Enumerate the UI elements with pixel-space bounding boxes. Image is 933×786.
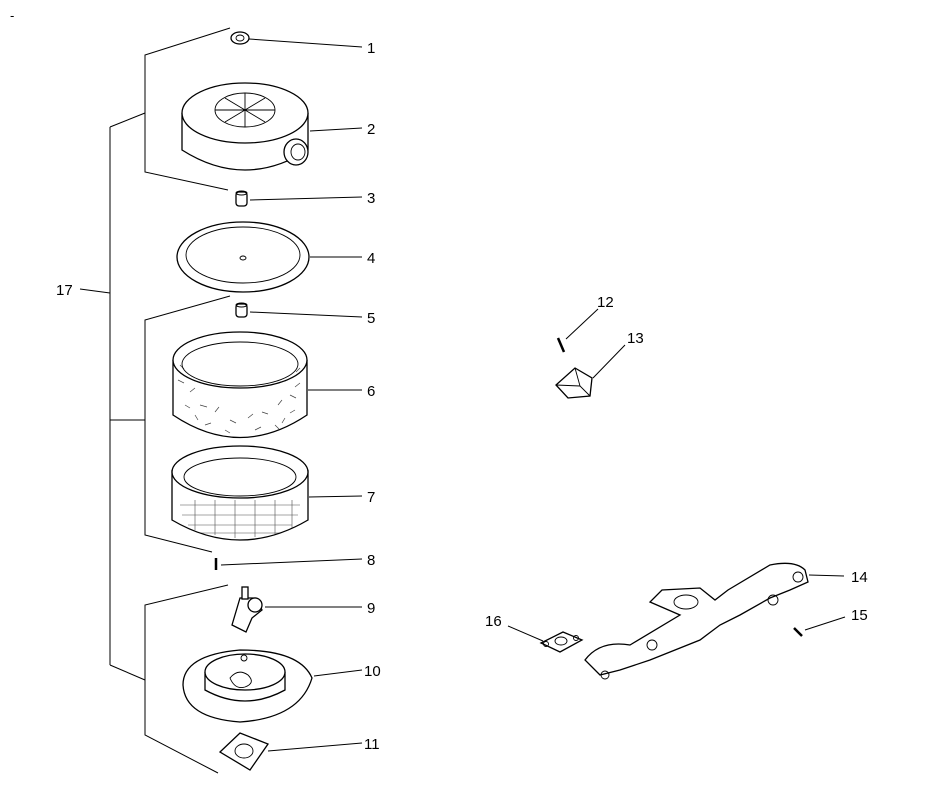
corner-mark: - [10, 8, 15, 23]
callout-15: 15 [851, 607, 868, 624]
part-14-manifold [584, 562, 845, 680]
callout-10: 10 [364, 663, 381, 680]
callout-17: 17 [56, 282, 73, 299]
callout-1: 1 [367, 40, 375, 57]
callout-12: 12 [597, 294, 614, 311]
callout-2: 2 [367, 121, 375, 138]
part-7-filter [171, 445, 363, 541]
callout-14: 14 [851, 569, 868, 586]
part-9-elbow [231, 586, 362, 633]
part-16-gasket [507, 625, 584, 653]
callout-13: 13 [627, 330, 644, 347]
callout-3: 3 [367, 190, 375, 207]
part-6-prefilter [172, 331, 362, 439]
part-8-screw [214, 558, 363, 570]
callout-16: 16 [485, 613, 502, 630]
callout-4: 4 [367, 250, 375, 267]
part-1-clamp [230, 31, 363, 48]
part-13-wedge [555, 344, 626, 399]
callout-11: 11 [364, 736, 380, 753]
part-11-gasket [218, 732, 363, 771]
callout-8: 8 [367, 552, 375, 569]
callout-7: 7 [367, 489, 375, 506]
part-4-plate [176, 221, 362, 293]
part-5-spacer [235, 302, 363, 318]
part-12-bolt [556, 308, 599, 353]
callout-9: 9 [367, 600, 375, 617]
assembly-bracket [79, 27, 231, 774]
part-2-cover [181, 82, 363, 171]
part-3-spacer [235, 190, 363, 207]
callout-5: 5 [367, 310, 375, 327]
part-15-screw [793, 616, 846, 637]
part-10-base [182, 649, 363, 723]
callout-6: 6 [367, 383, 375, 400]
